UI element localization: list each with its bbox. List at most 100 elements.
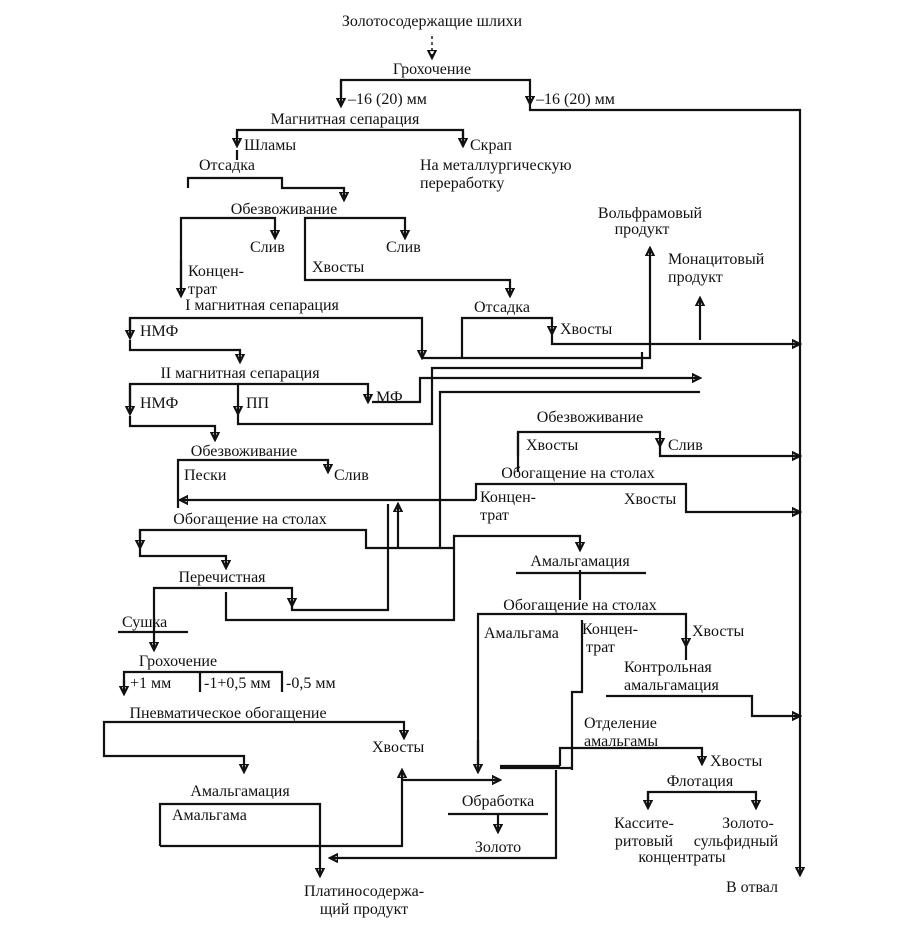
node-concentrate3-2: трат [586, 639, 615, 656]
node-goldsulfide-2: сульфидный [694, 833, 779, 850]
node-overflow4: Слив [334, 467, 369, 484]
node-processing: Обработка [462, 793, 534, 810]
node-platinum-1: Платиносодержа- [304, 883, 424, 900]
flow-tails1 [303, 268, 510, 296]
node-overflow1: Слив [250, 239, 285, 256]
node-jigging1: Отсадка [199, 157, 255, 174]
flow-overflow3 [658, 446, 800, 456]
node-feed: Золотосодержащие шлихи [342, 13, 523, 30]
node-waste: В отвал [726, 879, 778, 896]
node-dewatering3: Обезвоживание [191, 443, 297, 460]
node-cassiterite-2: ритовый [615, 833, 674, 850]
node-amalgam1: Амальгама [484, 625, 559, 642]
node-screening1: Грохочение [393, 61, 471, 78]
node-amalgam2: Амальгама [172, 807, 247, 824]
flow-control-waste [606, 694, 800, 716]
node-amalgamation1: Амальгамация [530, 553, 630, 570]
flow-mf [372, 378, 700, 404]
node-concentrate1-2: трат [188, 281, 217, 298]
node-control-amalg-2: амальгамация [624, 677, 720, 694]
node-flotation: Флотация [667, 773, 734, 790]
flow-tails4 [684, 504, 800, 512]
node-concentrate1-1: Концен- [188, 263, 244, 280]
flow-dewatering1-left [179, 216, 275, 290]
node-overflow3: Слив [668, 437, 703, 454]
node-magsep2: II магнитная сепарация [160, 365, 320, 382]
flow-nmf2-dewater [128, 416, 215, 440]
node-tails3: Хвосты [526, 437, 578, 454]
flow-amalgamation2 [158, 802, 322, 846]
flow-to-amalgamation1 [440, 534, 580, 550]
node-magsep: Магнитная сепарация [271, 111, 420, 128]
node-concentrate2-1: Концен- [480, 489, 536, 506]
node-nmf2: НМФ [140, 395, 178, 412]
flow-dewatering1-right [303, 216, 405, 268]
node-tabling1: Обогащение на столах [501, 465, 654, 482]
node-tabling2: Обогащение на столах [173, 511, 326, 528]
node-amalg-sep-1: Отделение [584, 715, 657, 732]
node-gold: Золото [475, 839, 521, 856]
flow-jigging2 [460, 316, 552, 358]
flow-cleaner-middlings [290, 504, 390, 612]
node-tails6: Хвосты [372, 739, 424, 756]
node-tails2: Хвосты [560, 321, 612, 338]
node-cleaner: Перечистная [178, 569, 266, 586]
flow-flotation [646, 790, 756, 808]
node-concentrate2-2: трат [480, 507, 509, 524]
node-control-amalg-1: Контрольная [624, 659, 712, 676]
node-oversize1: –16 (20) мм [535, 91, 615, 108]
node-plus1: +1 мм [130, 675, 171, 692]
flow-pp-loop [236, 352, 644, 426]
node-slimes: Шламы [244, 137, 296, 154]
node-pneumatic: Пневматическое обогащение [129, 705, 326, 722]
flow-amalg-sep [558, 746, 702, 766]
node-drying: Сушка [122, 614, 167, 631]
node-concentrates: концентраты [638, 849, 726, 866]
node-sands: Пески [184, 467, 227, 484]
node-tails4: Хвосты [624, 491, 676, 508]
flow-tails2-waste [550, 334, 800, 344]
node-tungsten-2: продукт [615, 221, 670, 238]
node-tails5: Хвосты [692, 623, 744, 640]
node-tungsten-1: Вольфрамовый [598, 205, 703, 222]
flow-jigging1 [186, 176, 344, 200]
node-undersize1: –16 (20) мм [347, 91, 427, 108]
flow-cleaner-tails [224, 548, 456, 622]
flow-to-cleaner [138, 548, 226, 568]
flow-tabling1 [474, 482, 688, 504]
node-tails7: Хвосты [710, 753, 762, 770]
node-tails1: Хвосты [312, 259, 364, 276]
node-monazite-1: Монацитовый [668, 251, 765, 268]
node-amalgamation2: Амальгамация [190, 783, 290, 800]
node-minus05: -0,5 мм [286, 675, 336, 692]
flow-waste-main [528, 104, 800, 875]
node-monazite-2: продукт [668, 269, 723, 286]
node-amalg-sep-2: амальгамы [584, 733, 658, 750]
flow-dewatering3 [176, 458, 328, 490]
node-dewatering2: Обезвоживание [537, 409, 643, 426]
flow-lines [102, 36, 800, 876]
node-overflow2: Слив [386, 239, 421, 256]
node-nmf1: НМФ [140, 323, 178, 340]
node-scrap: Скрап [470, 137, 512, 154]
flow-amalgam2-up [320, 770, 402, 848]
flow-to-amalgamation2 [102, 742, 244, 772]
node-concentrate3-1: Концен- [582, 621, 638, 638]
flow-nmf1-magsep2 [128, 340, 240, 362]
node-magsep1: I магнитная сепарация [185, 297, 339, 314]
node-minus1plus05: -1+0,5 мм [204, 675, 271, 692]
flow-tungsten [422, 248, 650, 360]
node-tabling3: Обогащение на столах [503, 597, 656, 614]
flow-cleaner [152, 586, 292, 620]
node-screening2: Грохочение [139, 653, 217, 670]
node-dewatering1: Обезвоживание [231, 201, 337, 218]
flow-concentrate3 [500, 620, 584, 770]
node-pp: ПП [246, 395, 270, 412]
flow-return [330, 770, 558, 858]
node-goldsulfide-1: Золото- [722, 815, 774, 832]
node-mf: МФ [376, 389, 403, 406]
node-platinum-2: щий продукт [320, 901, 408, 918]
node-to-metallurgy-1: На металлургическую [420, 157, 572, 174]
node-to-metallurgy-2: переработку [420, 175, 504, 192]
